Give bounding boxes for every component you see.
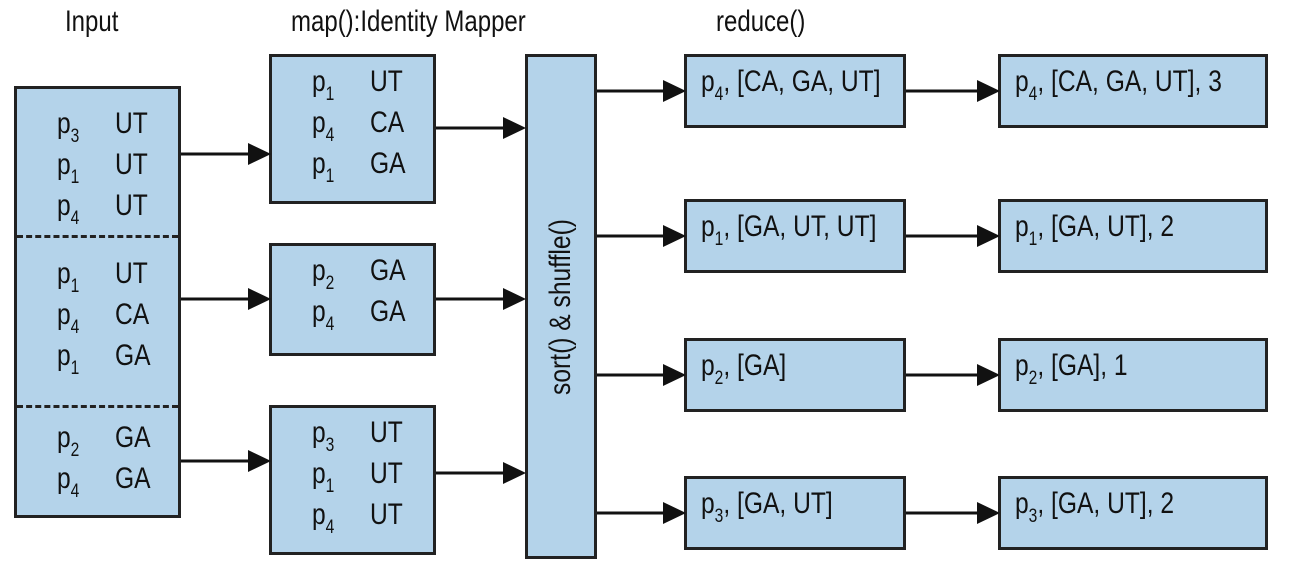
partition-id: p4 <box>57 462 80 502</box>
reduce-output-box-3: p2, [GA], 1 <box>998 338 1268 412</box>
shuffle-box: sort() & shuffle() <box>525 54 597 559</box>
map-box-3-row: p3 UT <box>312 414 452 456</box>
state-value: UT <box>115 148 148 181</box>
reduce-title: reduce() <box>716 5 806 38</box>
reduce-input-text: p4, [CA, GA, UT] <box>701 65 881 105</box>
partition-id: p4 <box>57 189 80 229</box>
reduce-input-text: p1, [GA, UT, UT] <box>701 210 877 250</box>
reduce-input-text: p3, [GA, UT] <box>701 487 833 527</box>
map-box-1-row: p4 CA <box>312 104 452 146</box>
input-section-divider <box>17 235 178 238</box>
input-title: Input <box>65 5 119 38</box>
partition-id: p2 <box>57 421 80 461</box>
map-box-1-row: p1 GA <box>312 145 452 187</box>
input-section-2-row: p4 CA <box>57 296 197 338</box>
map-box-1-row: p1 UT <box>312 63 452 105</box>
reduce-input-box-2: p1, [GA, UT, UT] <box>684 199 906 273</box>
input-section-2-row: p1 UT <box>57 255 197 297</box>
partition-id: p4 <box>312 106 335 146</box>
reduce-output-text: p4, [CA, GA, UT], 3 <box>1015 65 1222 105</box>
input-section-3-row: p2 GA <box>57 419 197 461</box>
state-value: GA <box>370 254 406 287</box>
partition-id: p4 <box>57 298 80 338</box>
input-section-1-row: p4 UT <box>57 187 197 229</box>
reduce-output-box-1: p4, [CA, GA, UT], 3 <box>998 54 1268 128</box>
map-box-3-row: p1 UT <box>312 455 452 497</box>
partition-id: p1 <box>57 339 80 379</box>
input-section-1-row: p1 UT <box>57 146 197 188</box>
partition-id: p4 <box>312 295 335 335</box>
input-section-divider <box>17 405 178 408</box>
input-section-2-row: p1 GA <box>57 337 197 379</box>
state-value: GA <box>115 421 151 454</box>
partition-id: p1 <box>57 148 80 188</box>
state-value: GA <box>115 462 151 495</box>
partition-id: p1 <box>57 257 80 297</box>
state-value: GA <box>370 147 406 180</box>
state-value: UT <box>115 189 148 222</box>
reduce-output-box-4: p3, [GA, UT], 2 <box>998 476 1268 550</box>
state-value: GA <box>115 339 151 372</box>
state-value: CA <box>370 106 405 139</box>
partition-id: p1 <box>312 147 335 187</box>
state-value: CA <box>115 298 150 331</box>
map-title: map():Identity Mapper <box>291 5 526 38</box>
reduce-output-text: p3, [GA, UT], 2 <box>1015 487 1175 527</box>
state-value: UT <box>370 457 403 490</box>
reduce-input-box-3: p2, [GA] <box>684 338 906 412</box>
state-value: UT <box>115 107 148 140</box>
input-section-1-row: p3 UT <box>57 105 197 147</box>
state-value: UT <box>370 498 403 531</box>
reduce-output-text: p2, [GA], 1 <box>1015 349 1128 389</box>
state-value: UT <box>370 416 403 449</box>
state-value: UT <box>115 257 148 290</box>
partition-id: p3 <box>312 416 335 456</box>
partition-id: p2 <box>312 254 335 294</box>
state-value: GA <box>370 295 406 328</box>
reduce-output-box-2: p1, [GA, UT], 2 <box>998 199 1268 273</box>
map-box-2-row: p4 GA <box>312 293 452 335</box>
state-value: UT <box>370 65 403 98</box>
partition-id: p3 <box>57 107 80 147</box>
input-section-3-row: p4 GA <box>57 460 197 502</box>
partition-id: p1 <box>312 65 335 105</box>
map-box-3-row: p4 UT <box>312 496 452 538</box>
reduce-input-text: p2, [GA] <box>701 349 787 389</box>
partition-id: p4 <box>312 498 335 538</box>
map-box-2-row: p2 GA <box>312 252 452 294</box>
reduce-input-box-1: p4, [CA, GA, UT] <box>684 54 906 128</box>
reduce-output-text: p1, [GA, UT], 2 <box>1015 210 1175 250</box>
partition-id: p1 <box>312 457 335 497</box>
